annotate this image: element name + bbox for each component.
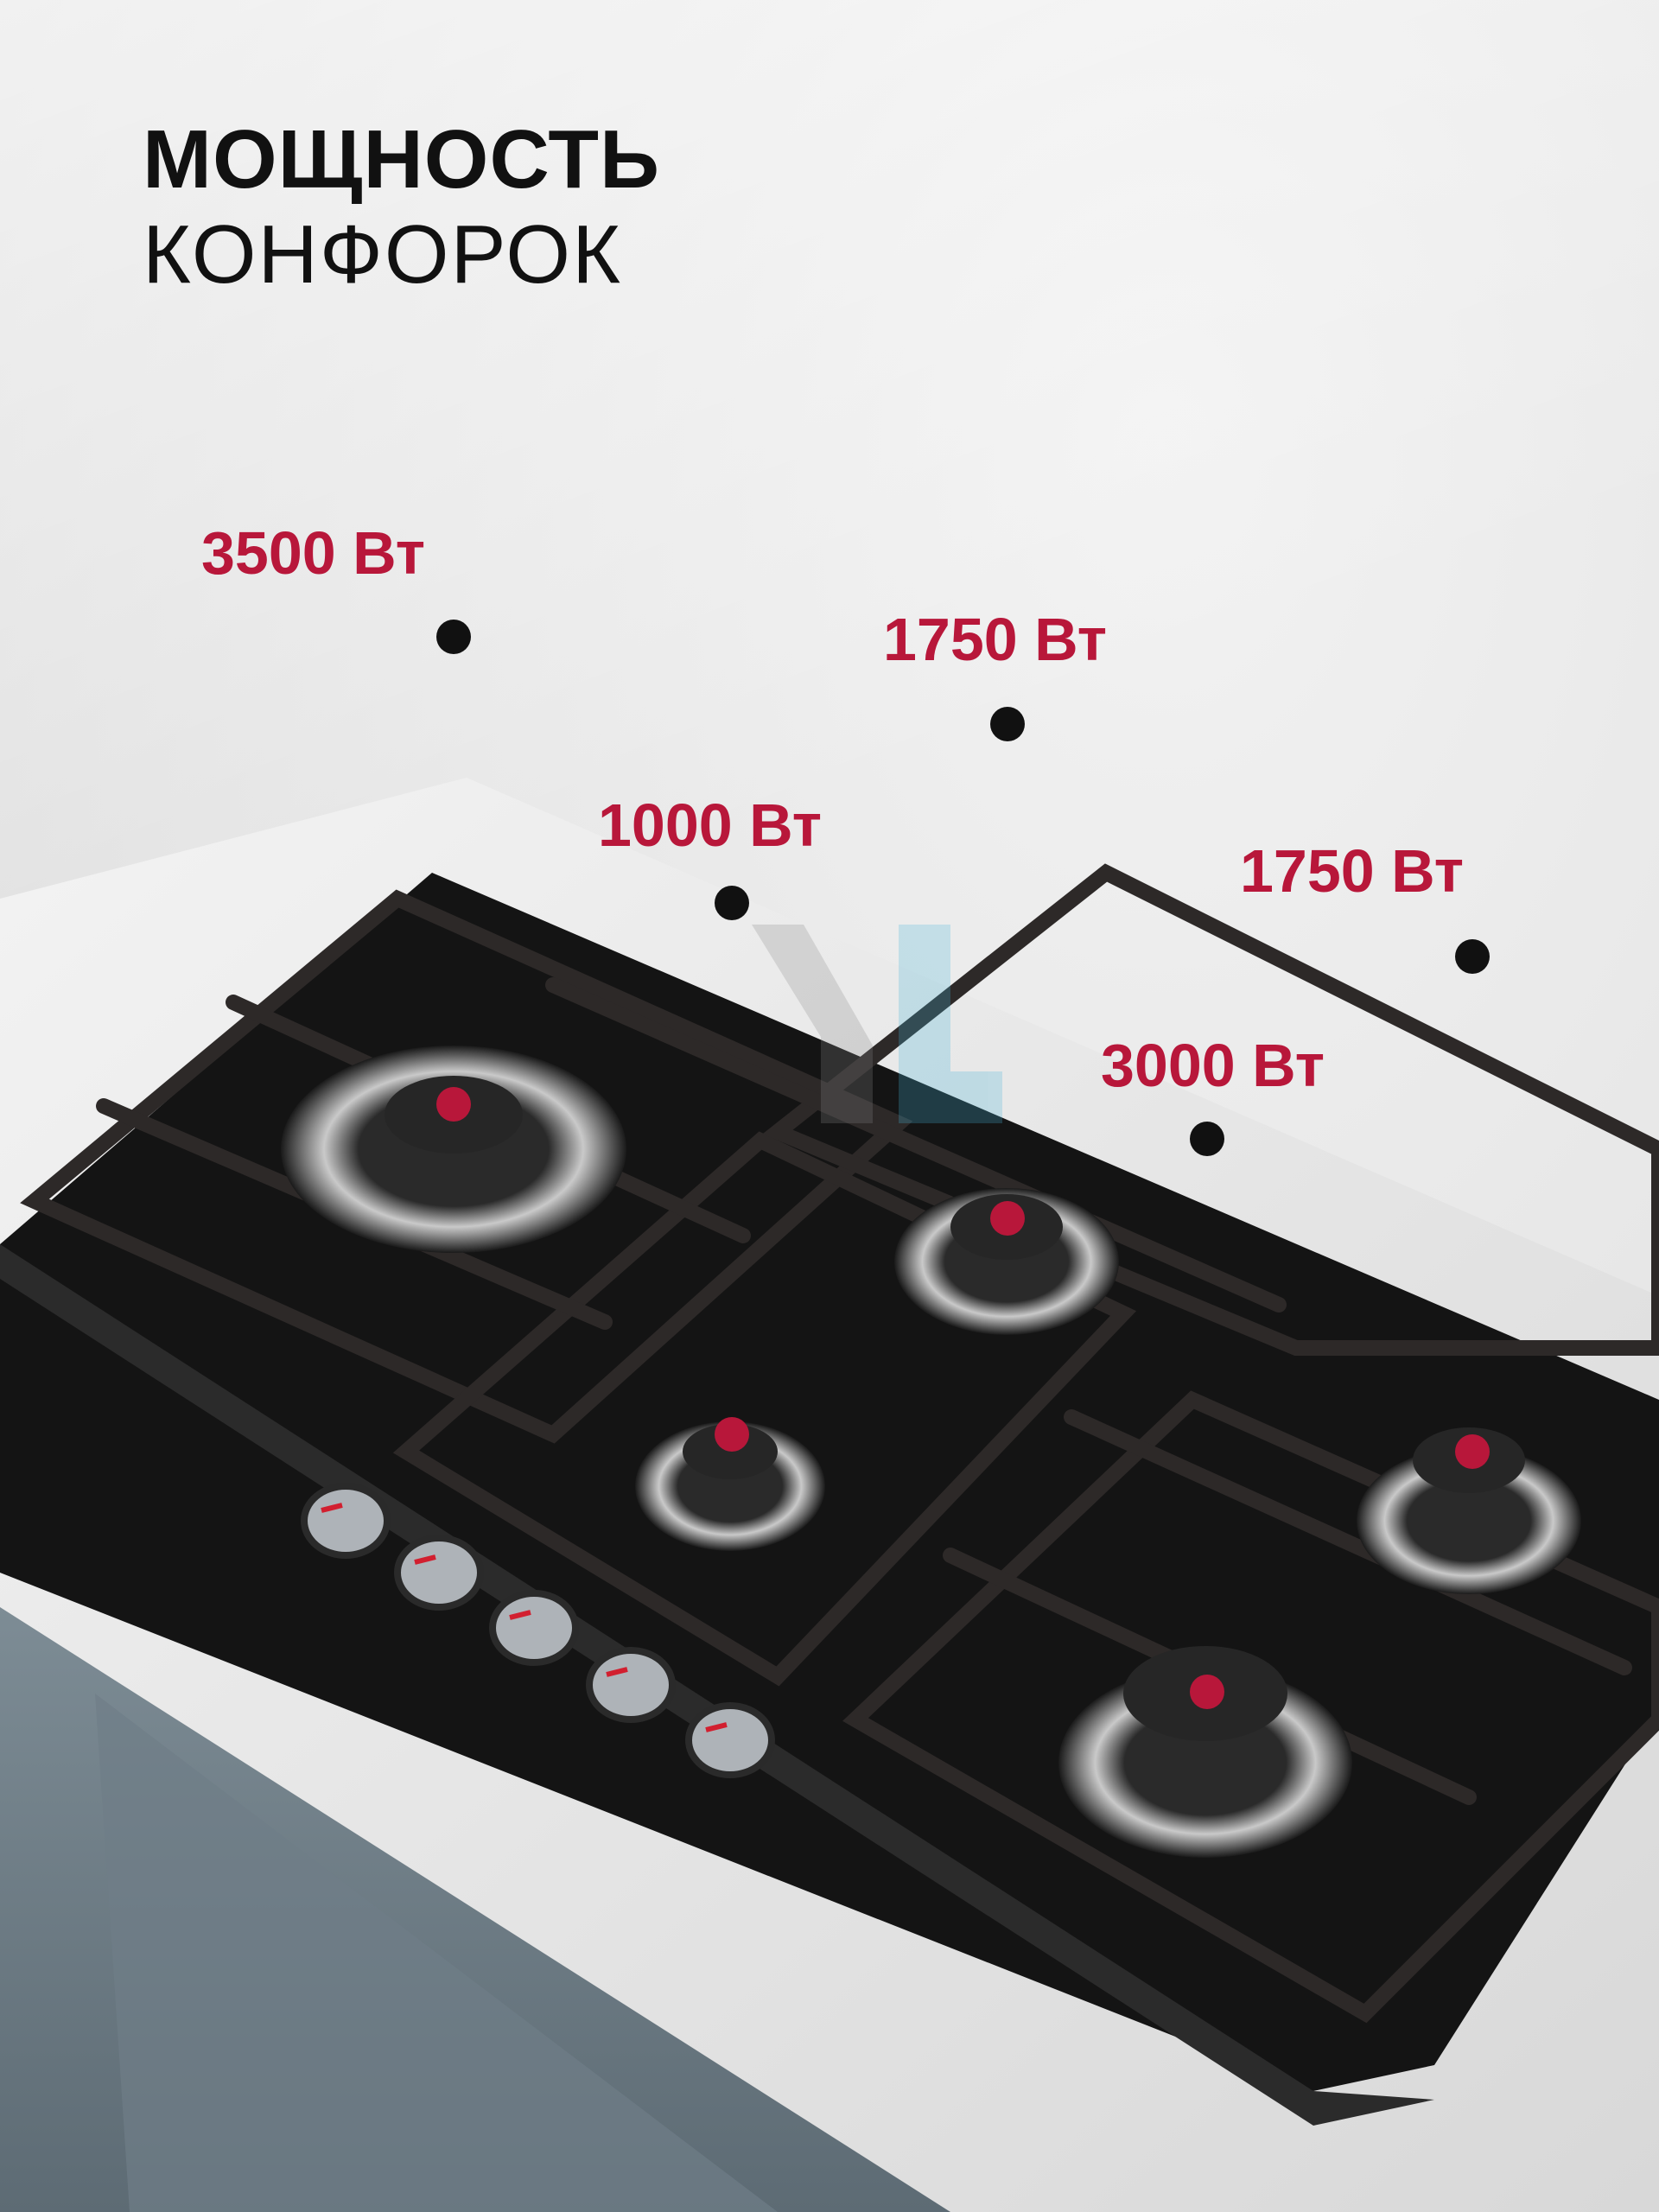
watermark [752,925,1002,1123]
callout-1000 [715,886,749,1452]
burner-label-1000: 1000 Вт [598,791,823,859]
burner-label-1750-back: 1750 Вт [883,606,1108,673]
cabinet-door [95,1694,778,2212]
callout-1750-right [1455,939,1490,1469]
knob-2 [394,1535,484,1611]
callout-1750-back [990,707,1025,1236]
burner-label-1750-right: 1750 Вт [1240,837,1465,905]
callout-3500 [436,620,471,1122]
heading-line-2: КОНФОРОК [143,208,623,301]
burner-label-3500: 3500 Вт [201,519,426,587]
burner-large [281,1046,626,1253]
burner-wok [1058,1646,1352,1858]
burner-label-3000: 3000 Вт [1101,1032,1325,1099]
pan-supports [20,863,1659,2024]
burner-small [635,1421,825,1551]
knob-5 [685,1702,775,1778]
control-knobs [301,1483,775,1778]
heading-line-1: МОЩНОСТЬ [143,113,661,206]
callout-3000 [1190,1122,1224,1709]
knob-1 [301,1483,391,1559]
knob-4 [586,1647,676,1723]
heading: МОЩНОСТЬ КОНФОРОК [143,112,660,302]
knob-3 [489,1590,579,1666]
